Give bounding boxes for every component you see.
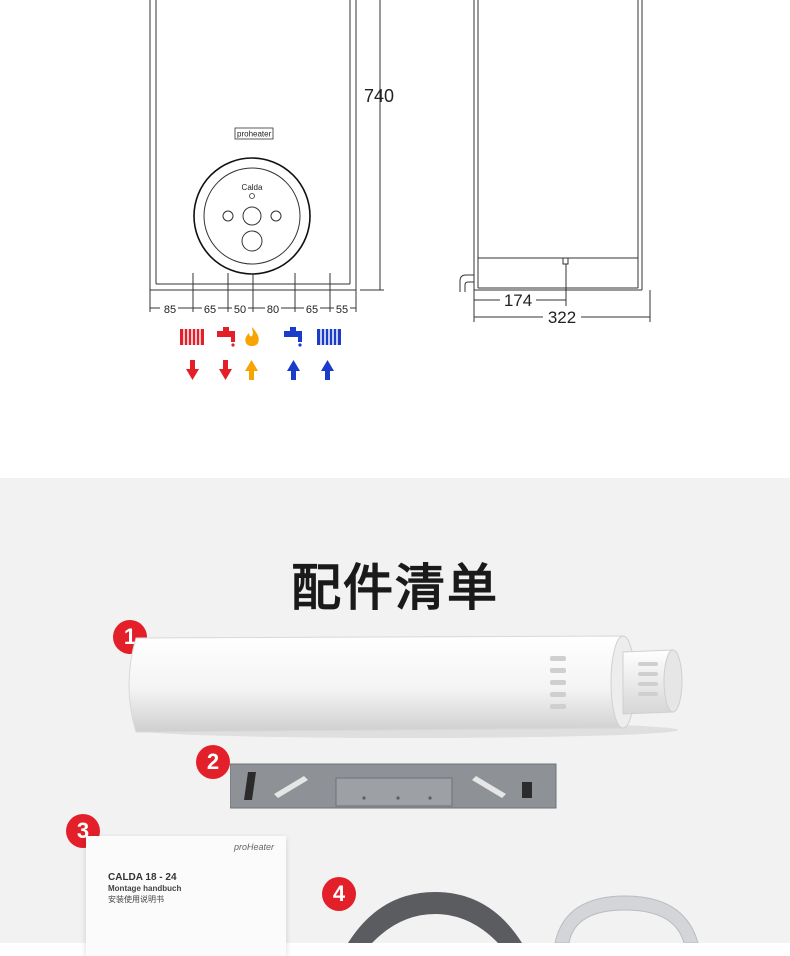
knob-brand-label: Calda: [242, 183, 263, 192]
center-knob: [242, 206, 262, 226]
radiator-cold-icon: [317, 329, 341, 345]
hot-tap-icon: [217, 327, 235, 347]
mounting-bracket-image: [230, 763, 557, 809]
arrow-up-yellow-icon: [245, 360, 258, 380]
arrow-down-red-1-icon: [186, 360, 199, 380]
dim-65-left: 65: [204, 304, 216, 316]
side-dim-322: 322: [548, 308, 576, 327]
dim-85: 85: [164, 304, 176, 316]
dim-80: 80: [267, 304, 279, 316]
item-number-badge-4: 4: [322, 877, 356, 911]
side-pipe-elbow-inner: [464, 281, 474, 292]
right-small-knob: [270, 210, 282, 222]
left-small-knob: [222, 210, 234, 222]
sealing-rings-image: [348, 892, 699, 943]
manual-subtitle-cn: 安装使用说明书: [108, 895, 164, 904]
dim-65-right: 65: [306, 304, 318, 316]
brand-plate: [234, 127, 274, 140]
section-title: 配件清单: [291, 559, 499, 617]
manual-model: CALDA 18 - 24: [108, 872, 177, 883]
arrow-up-blue-2-icon: [321, 360, 334, 380]
flue-pipe-image: [128, 635, 683, 738]
radiator-hot-icon: [180, 329, 204, 345]
manual-booklet: proHeater CALDA 18 - 24 Montage handbuch…: [86, 836, 286, 956]
cold-tap-icon: [284, 327, 302, 347]
dimension-drawing: 740 proheater Calda 85 65: [149, 0, 651, 380]
side-dim-174: 174: [504, 291, 532, 310]
item-number-badge-2: 2: [196, 745, 230, 779]
control-panel-outer: [193, 157, 311, 275]
dim-50: 50: [234, 304, 246, 316]
control-panel-inner: [203, 167, 301, 265]
bottom-knob: [241, 230, 263, 252]
item-number-badge-1: 1: [113, 620, 147, 654]
dim-55: 55: [336, 304, 348, 316]
side-pipe-elbow: [459, 274, 474, 292]
manual-brand: proHeater: [233, 842, 274, 852]
manual-subtitle: Montage handbuch: [108, 884, 182, 893]
arrow-down-red-2-icon: [219, 360, 232, 380]
height-label: 740: [364, 86, 394, 106]
side-connector: [562, 257, 569, 265]
technical-drawing-section: 740 proheater Calda 85 65: [149, 0, 651, 380]
indicator-led: [249, 193, 255, 199]
flame-icon: [245, 327, 259, 346]
brand-plate-label: proheater: [237, 130, 272, 139]
arrow-up-blue-1-icon: [287, 360, 300, 380]
